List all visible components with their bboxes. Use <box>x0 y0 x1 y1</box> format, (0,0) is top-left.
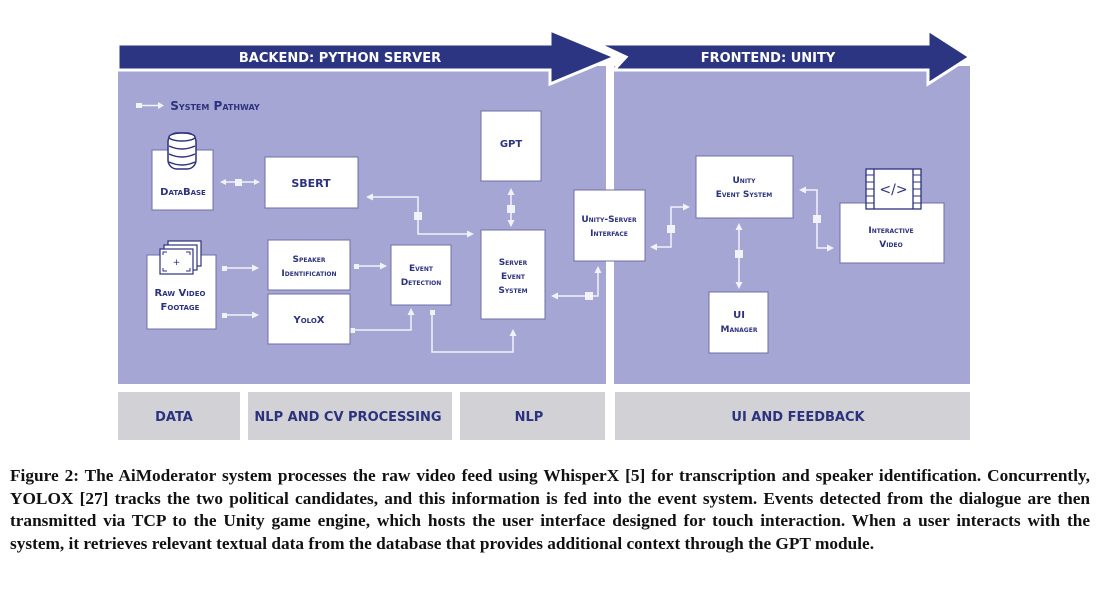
gpt-label: GPT <box>500 139 523 150</box>
yolox-label: YoloX <box>292 315 324 326</box>
event-detection-label-line1: Event <box>409 264 434 274</box>
category-nlp <box>460 392 605 440</box>
category-ui-feedback-label: UI AND FEEDBACK <box>731 410 865 425</box>
server-event-system-node: Server Event System <box>480 229 546 320</box>
category-nlp-cv-label: NLP AND CV PROCESSING <box>254 410 441 425</box>
sbert-label: SBERT <box>291 177 331 190</box>
figure-caption: Figure 2: The AiModerator system process… <box>10 466 1090 553</box>
legend: System Pathway <box>136 99 260 113</box>
interface-label-line2: Interface <box>590 229 628 239</box>
connectors <box>220 179 834 353</box>
legend-label: System Pathway <box>170 99 260 113</box>
interactive-video-node: </> Interactive Video <box>839 168 945 264</box>
database-node: DataBase <box>151 132 214 211</box>
server-event-label-line3: System <box>498 286 527 296</box>
speaker-label-line2: Identification <box>281 269 336 279</box>
category-nlp-label: NLP <box>515 410 544 425</box>
yolox-node: YoloX <box>267 293 351 345</box>
backend-header: BACKEND: PYTHON SERVER <box>239 51 441 66</box>
server-event-label-line1: Server <box>499 258 528 268</box>
category-data <box>118 392 240 440</box>
category-bar: DATA NLP AND CV PROCESSING NLP UI AND FE… <box>118 392 970 440</box>
event-detection-node: Event Detection <box>390 244 452 306</box>
system-architecture-diagram: BACKEND: PYTHON SERVER FRONTEND: UNITY S… <box>116 27 973 440</box>
svg-text:+: + <box>173 258 181 268</box>
speaker-label-line1: Speaker <box>293 255 326 265</box>
interface-label-line1: Unity-Server <box>581 215 637 225</box>
speaker-identification-node: Speaker Identification <box>267 239 351 291</box>
ui-manager-label-line2: Manager <box>721 325 758 335</box>
database-icon <box>167 132 197 170</box>
raw-video-label-line2: Footage <box>161 302 200 313</box>
interactive-video-label-line2: Video <box>879 240 902 250</box>
legend-node-icon <box>136 103 142 108</box>
ui-manager-label-line1: UI <box>733 310 745 321</box>
sbert-node: SBERT <box>264 156 359 209</box>
database-label: DataBase <box>160 187 206 198</box>
legend-arrowhead-icon <box>158 102 164 109</box>
code-video-icon: </> <box>865 168 922 210</box>
gpt-node: GPT <box>480 110 542 182</box>
unity-server-interface-node: Unity-Server Interface <box>573 189 646 262</box>
frontend-banner-arrow <box>597 27 973 87</box>
unity-event-system-node: Unity Event System <box>695 155 794 219</box>
code-icon-text: </> <box>879 182 907 198</box>
ui-manager-node: UI Manager <box>708 291 769 354</box>
server-event-label-line2: Event <box>501 272 526 282</box>
unity-event-label-line1: Unity <box>733 176 757 186</box>
event-detection-label-line2: Detection <box>401 278 442 288</box>
category-nlp-cv <box>248 392 452 440</box>
category-ui-feedback <box>615 392 970 440</box>
raw-video-node: + Raw Video Footage <box>146 240 217 330</box>
unity-event-label-line2: Event System <box>716 190 772 200</box>
category-data-label: DATA <box>155 410 193 425</box>
raw-video-label-line1: Raw Video <box>155 288 206 299</box>
backend-banner-arrow <box>116 27 619 87</box>
frontend-header: FRONTEND: UNITY <box>701 51 836 66</box>
video-frames-icon: + <box>159 240 202 275</box>
interactive-video-label-line1: Interactive <box>868 226 913 236</box>
